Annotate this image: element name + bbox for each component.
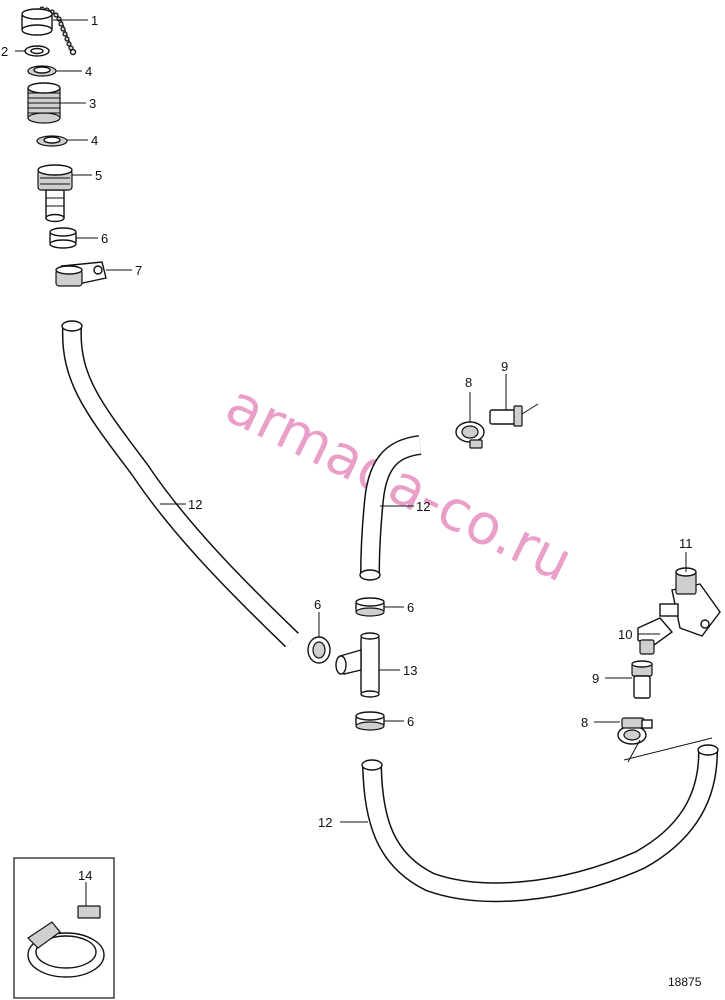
callout-6-top: 6 (101, 231, 108, 246)
callout-2: 2 (1, 44, 8, 59)
callout-3: 3 (89, 96, 96, 111)
callout-9-lower: 9 (592, 671, 599, 686)
cap-with-chain (21, 6, 77, 56)
hose-upper-right (359, 435, 422, 581)
hose-clamp-6-center-left (307, 636, 331, 664)
callout-12-lower: 12 (318, 815, 332, 830)
callout-6-center-upper: 6 (407, 600, 414, 615)
callout-7: 7 (135, 263, 142, 278)
gasket-2 (24, 45, 50, 57)
hose-clamp-6-top (49, 227, 77, 249)
callout-4-lower: 4 (91, 133, 98, 148)
hose-clamp-8-lower (617, 717, 713, 763)
callout-14: 14 (78, 868, 92, 883)
hose-lower (361, 744, 719, 903)
callout-12-left: 12 (188, 497, 202, 512)
leader-lines (15, 19, 687, 906)
connector-9-lower (631, 660, 653, 699)
threaded-neck-3 (27, 82, 61, 124)
seal-ring-4-upper (27, 65, 57, 77)
figure-reference-number: 18875 (668, 975, 702, 989)
inset-box-clamp-14 (13, 857, 115, 999)
seal-ring-4-lower (36, 135, 68, 147)
callout-8-upper: 8 (465, 375, 472, 390)
watermark: armada-co.ru (216, 372, 582, 595)
callout-11: 11 (679, 536, 693, 551)
mounting-bracket-7 (55, 261, 107, 287)
hose-upper-left (61, 320, 299, 648)
t-piece-13 (335, 632, 380, 698)
hose-clamp-6-center-upper (355, 597, 385, 617)
elbow-10 (637, 617, 674, 655)
callout-9-upper: 9 (501, 359, 508, 374)
callout-6-center-left: 6 (314, 597, 321, 612)
elbow-block-11 (659, 567, 721, 637)
connector-9-upper (489, 403, 539, 427)
callout-5: 5 (95, 168, 102, 183)
callout-13: 13 (403, 663, 417, 678)
hose-clamp-6-center-lower (355, 711, 385, 731)
callout-8-lower: 8 (581, 715, 588, 730)
hose-clamp-8-upper (455, 421, 485, 449)
callout-6-center-lower: 6 (407, 714, 414, 729)
callout-labels: 1 2 4 3 4 5 6 7 8 9 12 12 11 10 9 8 6 6 … (1, 13, 693, 883)
callout-1: 1 (91, 13, 98, 28)
callout-10: 10 (618, 627, 632, 642)
callout-12-right: 12 (416, 499, 430, 514)
hose-nipple-5 (37, 164, 73, 223)
callout-4-upper: 4 (85, 64, 92, 79)
